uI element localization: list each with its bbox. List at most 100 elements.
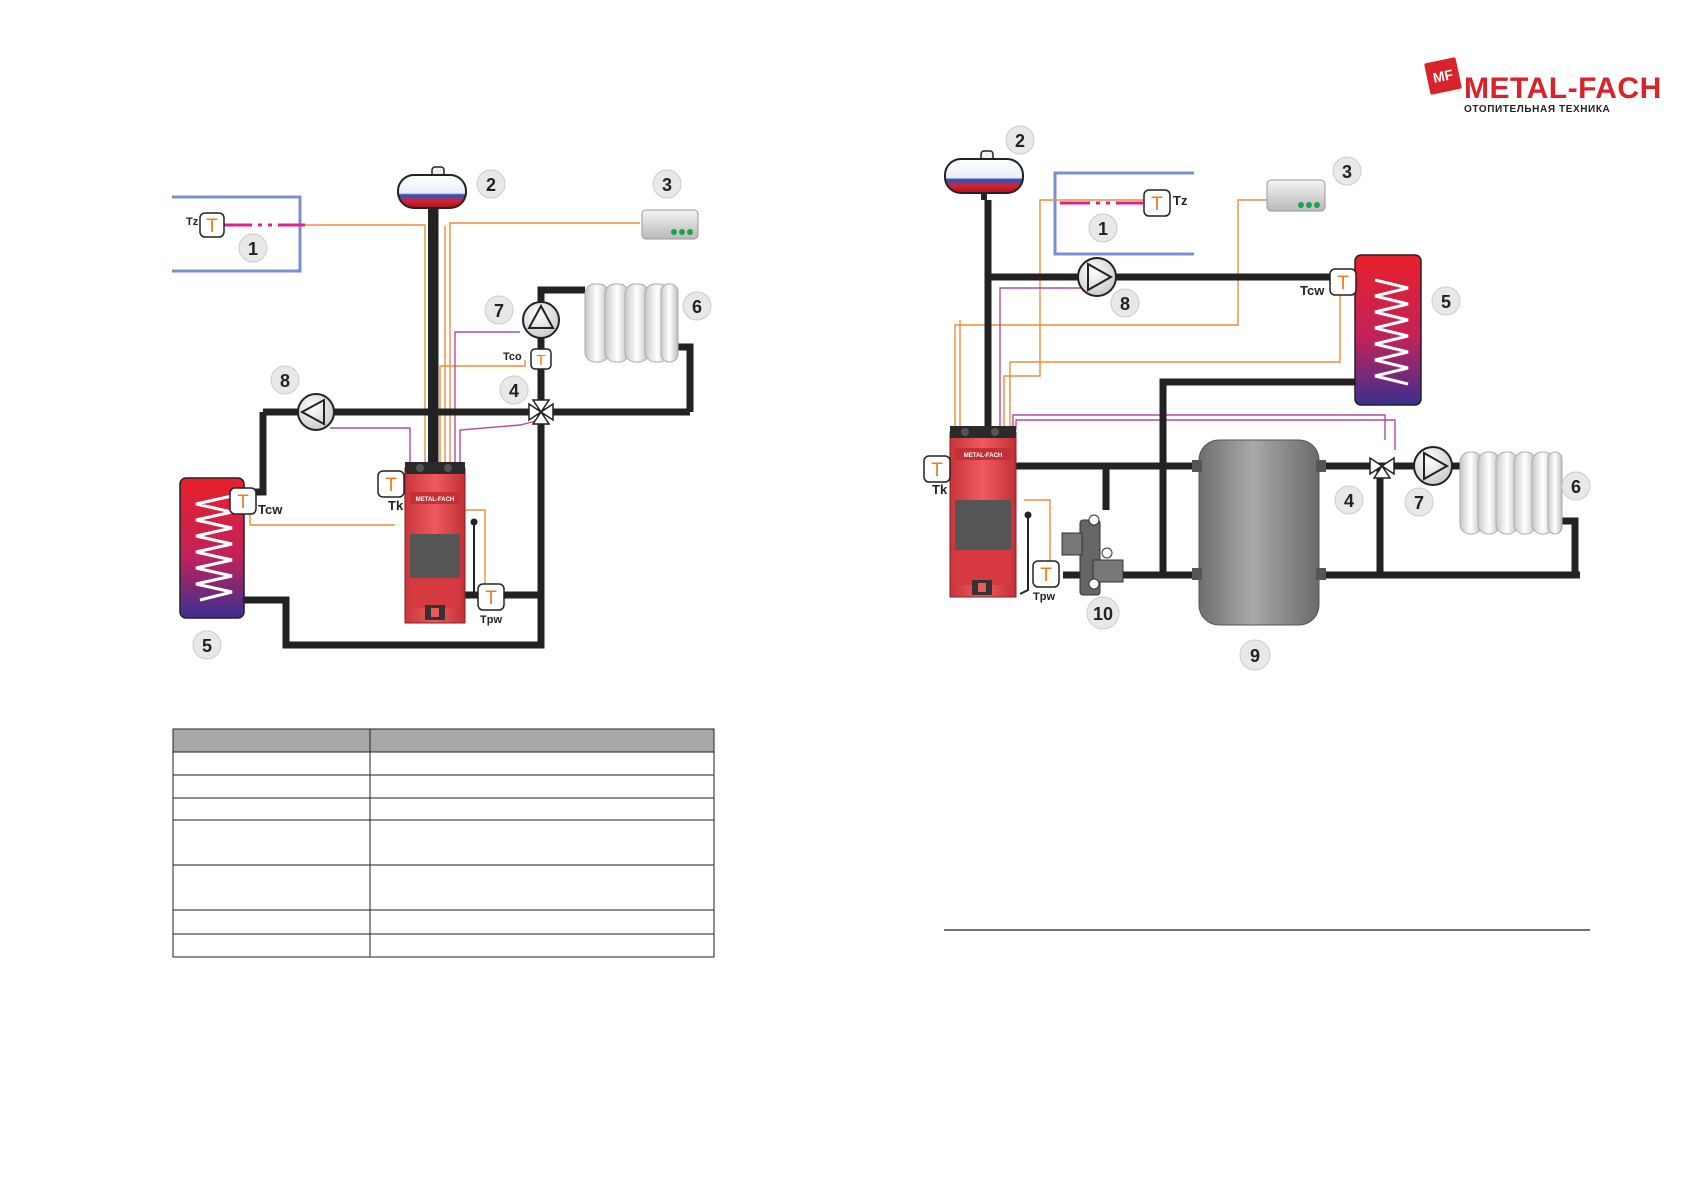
left-badge-7: 7 — [484, 295, 514, 325]
left-sensor-tk-symbol: T — [385, 475, 397, 496]
left-sensor-tco: T Tco — [503, 348, 552, 370]
left-badge-5: 5 — [192, 630, 222, 660]
right-boiler: METAL-FACH — [949, 426, 1032, 598]
right-badge-9: 9 — [1239, 639, 1271, 671]
right-pump-7 — [1413, 446, 1453, 486]
left-expansion-vessel — [397, 166, 467, 209]
left-pump-8 — [297, 393, 335, 431]
right-badge-1: 1 — [1088, 213, 1118, 243]
left-sensor-tco-symbol: T — [536, 352, 545, 369]
right-controller — [1266, 179, 1326, 212]
left-sensor-tco-label: Tco — [503, 351, 522, 363]
right-badge-8: 8 — [1110, 288, 1140, 318]
svg-text:4: 4 — [509, 381, 519, 401]
left-controller — [641, 209, 699, 240]
legend-table — [172, 728, 715, 958]
left-badge-3: 3 — [652, 169, 682, 199]
right-sensor-tk-symbol: T — [931, 460, 943, 481]
right-badges: 1 2 3 4 5 6 7 8 9 10 — [1005, 125, 1591, 671]
left-sensor-tz: T Tz — [186, 212, 225, 238]
right-badge-6: 6 — [1561, 471, 1591, 501]
right-diagram: METAL-FACH T Tz T Tcw T Tk T — [923, 125, 1591, 671]
svg-text:7: 7 — [1414, 493, 1424, 513]
right-sensor-tcw-symbol: T — [1337, 273, 1349, 294]
right-buffer-tank — [1192, 439, 1326, 626]
right-sensor-tcw: T Tcw — [1300, 268, 1357, 298]
brand-logo: MF METAL-FACH ОТОПИТЕЛЬНАЯ ТЕХНИКА — [1424, 57, 1662, 115]
svg-text:5: 5 — [202, 636, 212, 656]
svg-text:6: 6 — [1571, 477, 1581, 497]
left-boiler-badge: METAL-FACH — [416, 497, 455, 503]
right-dhw-tank — [1354, 254, 1422, 406]
right-expansion-vessel — [944, 150, 1024, 200]
right-badge-2: 2 — [1005, 125, 1035, 155]
right-sensor-tpw-label: Tpw — [1033, 591, 1055, 603]
svg-text:6: 6 — [692, 297, 702, 317]
right-thermostatic-valve — [1061, 514, 1124, 596]
left-sensor-tk: T Tk — [377, 470, 405, 513]
right-sensor-tk-label: Tk — [932, 482, 948, 497]
left-dhw-tank — [179, 477, 245, 619]
left-sensor-tpw-label: Tpw — [480, 614, 502, 626]
left-sensor-tcw-label: Tcw — [258, 502, 283, 517]
legend-table-rows — [173, 751, 714, 935]
right-room-outline — [1053, 171, 1194, 256]
right-badge-3: 3 — [1332, 156, 1362, 186]
logo-name: METAL-FACH — [1464, 72, 1662, 105]
right-control-wires — [999, 287, 1396, 450]
left-sensor-tk-label: Tk — [388, 498, 404, 513]
right-badge-4: 4 — [1334, 485, 1364, 515]
left-badge-4: 4 — [499, 375, 529, 405]
logo-tagline: ОТОПИТЕЛЬНАЯ ТЕХНИКА — [1464, 104, 1610, 115]
svg-text:1: 1 — [248, 239, 258, 259]
legend-table-header — [172, 728, 715, 753]
left-sensor-tcw-symbol: T — [237, 492, 249, 513]
left-sensor-tcw: T Tcw — [229, 487, 283, 517]
left-sensor-tpw: T Tpw — [477, 583, 505, 626]
right-mixing-valve — [1369, 456, 1395, 479]
left-radiator — [584, 283, 679, 363]
right-badge-7: 7 — [1404, 487, 1434, 517]
left-room-outline — [172, 195, 302, 273]
right-boiler-badge: METAL-FACH — [964, 453, 1003, 459]
svg-text:3: 3 — [1342, 162, 1352, 182]
left-boiler: METAL-FACH — [404, 462, 478, 624]
right-sensor-tpw-symbol: T — [1040, 565, 1052, 586]
right-sensor-tk: T Tk — [923, 455, 951, 497]
svg-text:7: 7 — [494, 301, 504, 321]
left-mixing-valve — [528, 399, 554, 425]
right-badge-5: 5 — [1431, 286, 1461, 316]
right-sensor-tcw-label: Tcw — [1300, 283, 1325, 298]
right-sensor-tz-label: Tz — [1173, 193, 1188, 208]
right-signal-wires — [954, 199, 1341, 570]
right-pump-8 — [1077, 257, 1117, 297]
svg-text:5: 5 — [1441, 292, 1451, 312]
left-control-wires — [330, 331, 541, 470]
right-radiator — [1459, 451, 1563, 535]
svg-text:1: 1 — [1098, 219, 1108, 239]
left-badge-1: 1 — [238, 233, 268, 263]
svg-text:8: 8 — [1120, 294, 1130, 314]
left-badge-2: 2 — [476, 169, 506, 199]
left-pump-7 — [522, 301, 560, 339]
right-sensor-tpw: T Tpw — [1032, 560, 1060, 603]
left-sensor-tz-symbol: T — [206, 216, 218, 237]
left-badges: 1 2 3 4 5 6 7 8 — [192, 169, 712, 660]
left-diagram: METAL-FACH T Tz T Tco T Tcw T — [172, 166, 712, 660]
svg-text:8: 8 — [280, 371, 290, 391]
logo-mark — [1424, 57, 1462, 95]
svg-text:4: 4 — [1344, 491, 1354, 511]
right-sensor-tz: T Tz — [1143, 189, 1188, 217]
left-sensor-tpw-symbol: T — [485, 588, 497, 609]
svg-text:9: 9 — [1250, 646, 1260, 666]
svg-text:10: 10 — [1093, 604, 1113, 624]
svg-text:3: 3 — [662, 175, 672, 195]
left-badge-8: 8 — [270, 365, 300, 395]
right-badge-10: 10 — [1086, 596, 1120, 630]
svg-text:2: 2 — [486, 175, 496, 195]
svg-text:2: 2 — [1015, 131, 1025, 151]
right-sensor-tz-symbol: T — [1151, 194, 1163, 215]
left-sensor-tz-label: Tz — [186, 216, 199, 228]
